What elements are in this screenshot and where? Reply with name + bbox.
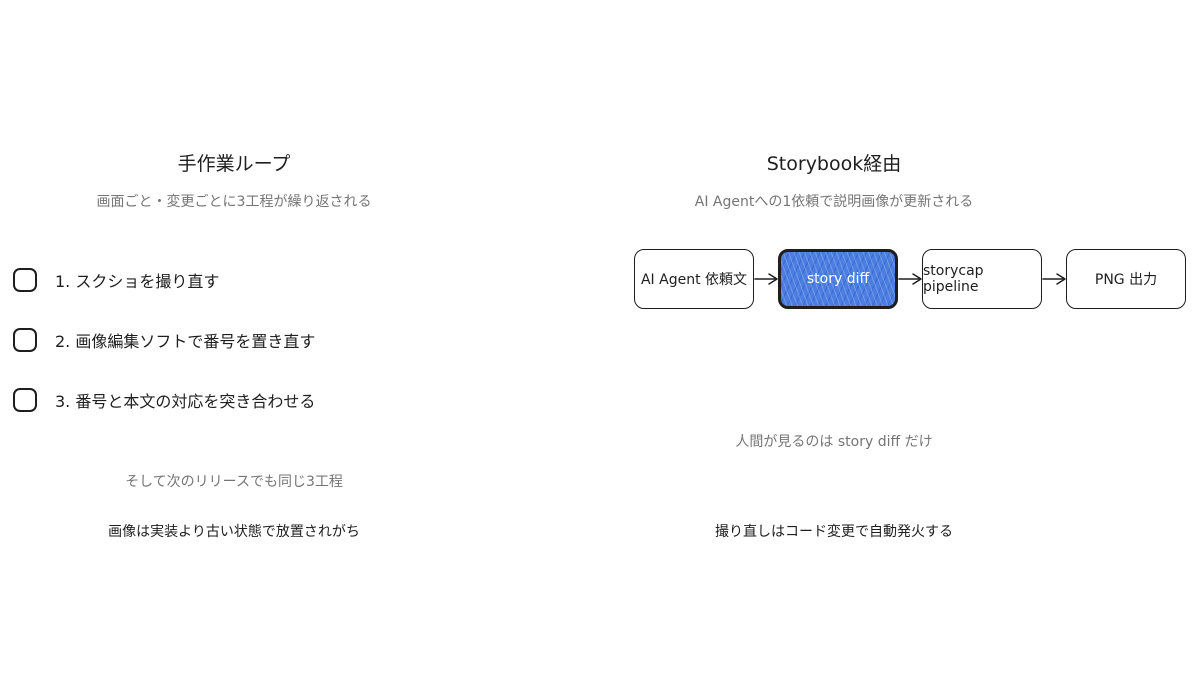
flow-node-storycap-pipeline: storycap pipeline: [922, 249, 1042, 309]
left-title: 手作業ループ: [177, 153, 291, 175]
right-conclusion: 撮り直しはコード変更で自動発火する: [715, 524, 953, 540]
checklist-item[interactable]: 3. 番号と本文の対応を突き合わせる: [13, 386, 315, 414]
checkbox[interactable]: [13, 268, 37, 292]
flow-node-label: AI Agent 依頼文: [640, 272, 748, 288]
checklist-item[interactable]: 2. 画像編集ソフトで番号を置き直す: [13, 326, 315, 354]
right-note: 人間が見るのは story diff だけ: [735, 434, 933, 450]
right-title: Storybook経由: [766, 153, 902, 175]
checklist-item-label: 3. 番号と本文の対応を突き合わせる: [55, 392, 316, 411]
checkbox[interactable]: [13, 388, 37, 412]
left-subtitle: 画面ごと・変更ごとに3工程が繰り返される: [96, 194, 372, 210]
checkbox[interactable]: [13, 328, 37, 352]
flow-arrow: [898, 273, 922, 285]
flow-node-story-diff: story diff: [778, 249, 898, 309]
flow-node-ai-agent-request: AI Agent 依頼文: [634, 249, 754, 309]
checklist-item[interactable]: 1. スクショを撮り直す: [13, 266, 219, 294]
flow-node-png-output: PNG 出力: [1066, 249, 1186, 309]
flow-arrow: [754, 273, 778, 285]
flow-node-label: PNG 出力: [1094, 272, 1158, 288]
left-note: そして次のリリースでも同じ3工程: [125, 474, 343, 490]
flow-node-label: storycap pipeline: [923, 263, 984, 295]
flow-node-label: story diff: [806, 271, 870, 287]
left-conclusion: 画像は実装より古い状態で放置されがち: [108, 524, 360, 540]
checklist-item-label: 1. スクショを撮り直す: [55, 272, 220, 291]
right-subtitle: AI Agentへの1依頼で説明画像が更新される: [694, 194, 974, 210]
flow-arrow: [1042, 273, 1066, 285]
checklist-item-label: 2. 画像編集ソフトで番号を置き直す: [55, 332, 316, 351]
